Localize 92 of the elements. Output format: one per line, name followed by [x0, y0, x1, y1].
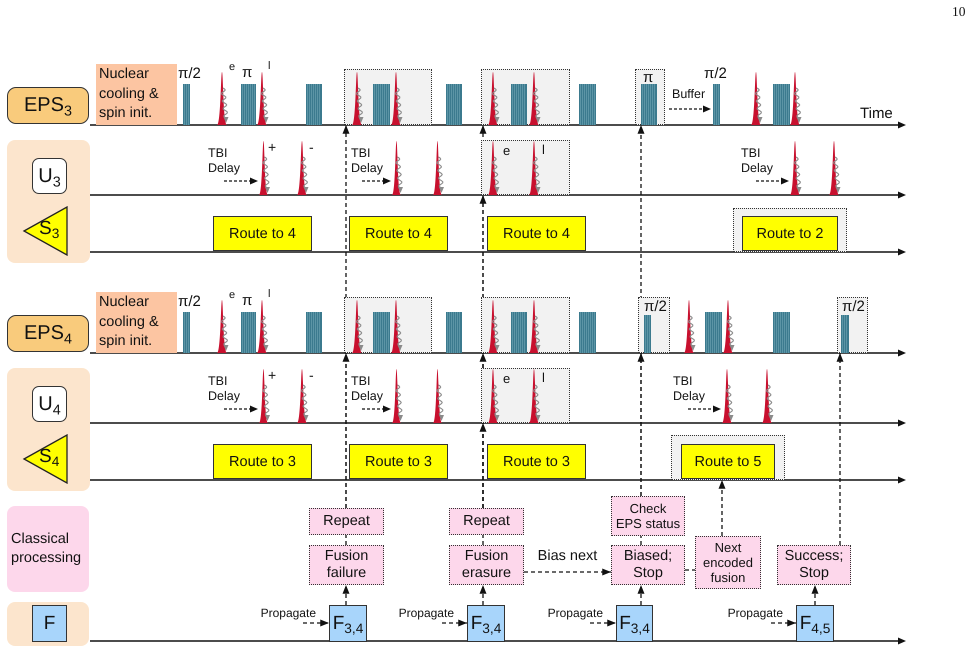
process-box: Next encoded fusion	[695, 536, 761, 589]
process-block: Nuclear cooling & spin init.	[96, 292, 177, 353]
arrow	[718, 480, 726, 536]
highlight-box	[481, 69, 570, 125]
pulse-label: π	[242, 293, 252, 308]
route-box: Route to 4	[349, 216, 448, 251]
pulse-label: π/2	[644, 299, 667, 314]
pulse-label: e	[503, 144, 510, 157]
connector-line	[345, 535, 347, 545]
delay-label: TBI Delay	[208, 146, 241, 176]
pulse-label: -	[309, 140, 314, 154]
highlight-box	[344, 297, 432, 353]
row-label: F	[32, 605, 67, 642]
pulse-label: π/2	[842, 299, 865, 314]
axis-label: Time	[860, 106, 893, 121]
highlight-box	[344, 69, 432, 125]
route-box: Route to 4	[213, 216, 312, 251]
process-block: Nuclear cooling & spin init.	[96, 64, 177, 125]
page-number: 10	[952, 5, 966, 20]
pulse-label: e	[503, 372, 510, 385]
fusion-box: F$_{3,4}$	[467, 605, 505, 642]
process-box: Check EPS status	[611, 496, 685, 536]
arrow	[480, 585, 486, 605]
process-box: Repeat	[309, 508, 384, 535]
triangle-label: S$_{3}$	[22, 206, 68, 256]
edge-label: Propagate	[728, 606, 783, 620]
row-label: U$_{3}$	[32, 158, 67, 194]
pulse-label: l	[542, 143, 545, 156]
arrow	[836, 353, 844, 545]
arrow	[771, 620, 796, 626]
delay-label: TBI Delay	[208, 374, 241, 404]
pulse-label: l	[268, 61, 270, 72]
delay-label: TBI Delay	[351, 146, 384, 176]
row-label-panel	[7, 368, 90, 491]
highlight-box	[481, 140, 570, 195]
route-box: Route to 3	[213, 444, 312, 479]
row-label: EPS$_{3}$	[7, 87, 89, 124]
process-box: Fusion erasure	[449, 545, 524, 585]
pulse-label: +	[268, 368, 276, 382]
arrow	[590, 620, 616, 626]
fusion-box: F$_{3,4}$	[616, 605, 653, 642]
highlight-box	[481, 297, 570, 353]
pulse-label: l	[542, 371, 545, 384]
arrow	[524, 568, 611, 576]
process-box: Success; Stop	[777, 545, 851, 585]
process-box: Biased; Stop	[611, 545, 685, 585]
route-box: Route to 3	[487, 444, 586, 479]
route-box: Route to 4	[487, 216, 586, 251]
edge-label: Propagate	[260, 606, 316, 620]
highlight-box	[671, 435, 785, 480]
delay-label: Buffer	[672, 87, 706, 102]
connector-line	[482, 535, 484, 545]
edge-label: Propagate	[398, 606, 454, 620]
connector-line	[685, 569, 695, 571]
pulse-label: π/2	[704, 66, 727, 81]
pulse-label: π	[242, 65, 252, 80]
arrow	[442, 620, 467, 626]
arrow	[342, 585, 350, 605]
route-box: Route to 2	[742, 216, 838, 251]
edge-label: Propagate	[548, 606, 603, 620]
fusion-box: F$_{4,5}$	[796, 605, 834, 642]
triangle-label: S$_{4}$	[22, 434, 68, 484]
highlight-box	[481, 368, 570, 423]
arrow	[638, 585, 644, 605]
delay-label: TBI Delay	[351, 374, 384, 404]
pulse-label: π/2	[178, 66, 201, 81]
pulse-label: e	[229, 62, 236, 73]
route-box: Route to 5	[681, 444, 775, 479]
arrow	[303, 620, 329, 626]
connector-line	[640, 536, 642, 545]
pulse-label: π/2	[178, 294, 201, 309]
highlight-box	[635, 69, 665, 125]
arrow	[812, 585, 818, 605]
pulse-label: π	[643, 70, 654, 85]
route-box: Route to 3	[349, 444, 448, 479]
row-label-panel	[7, 140, 90, 263]
fusion-box: F$_{3,4}$	[329, 605, 367, 642]
delay-label: TBI Delay	[741, 146, 774, 176]
process-box: Repeat	[449, 508, 524, 535]
pulse-label: +	[268, 140, 276, 154]
process-box: Fusion failure	[309, 545, 384, 585]
delay-label: TBI Delay	[673, 374, 706, 404]
row-label: U$_{4}$	[32, 386, 67, 422]
pulse-label: e	[229, 290, 236, 301]
pulse-label: -	[309, 368, 314, 382]
row-label-panel	[7, 602, 89, 646]
highlight-box	[837, 297, 868, 353]
highlight-box	[638, 297, 670, 353]
row-label: EPS$_{4}$	[7, 315, 89, 352]
row-label: Classical processing	[7, 506, 89, 592]
pulse-label: l	[268, 289, 270, 300]
highlight-box	[733, 208, 847, 252]
